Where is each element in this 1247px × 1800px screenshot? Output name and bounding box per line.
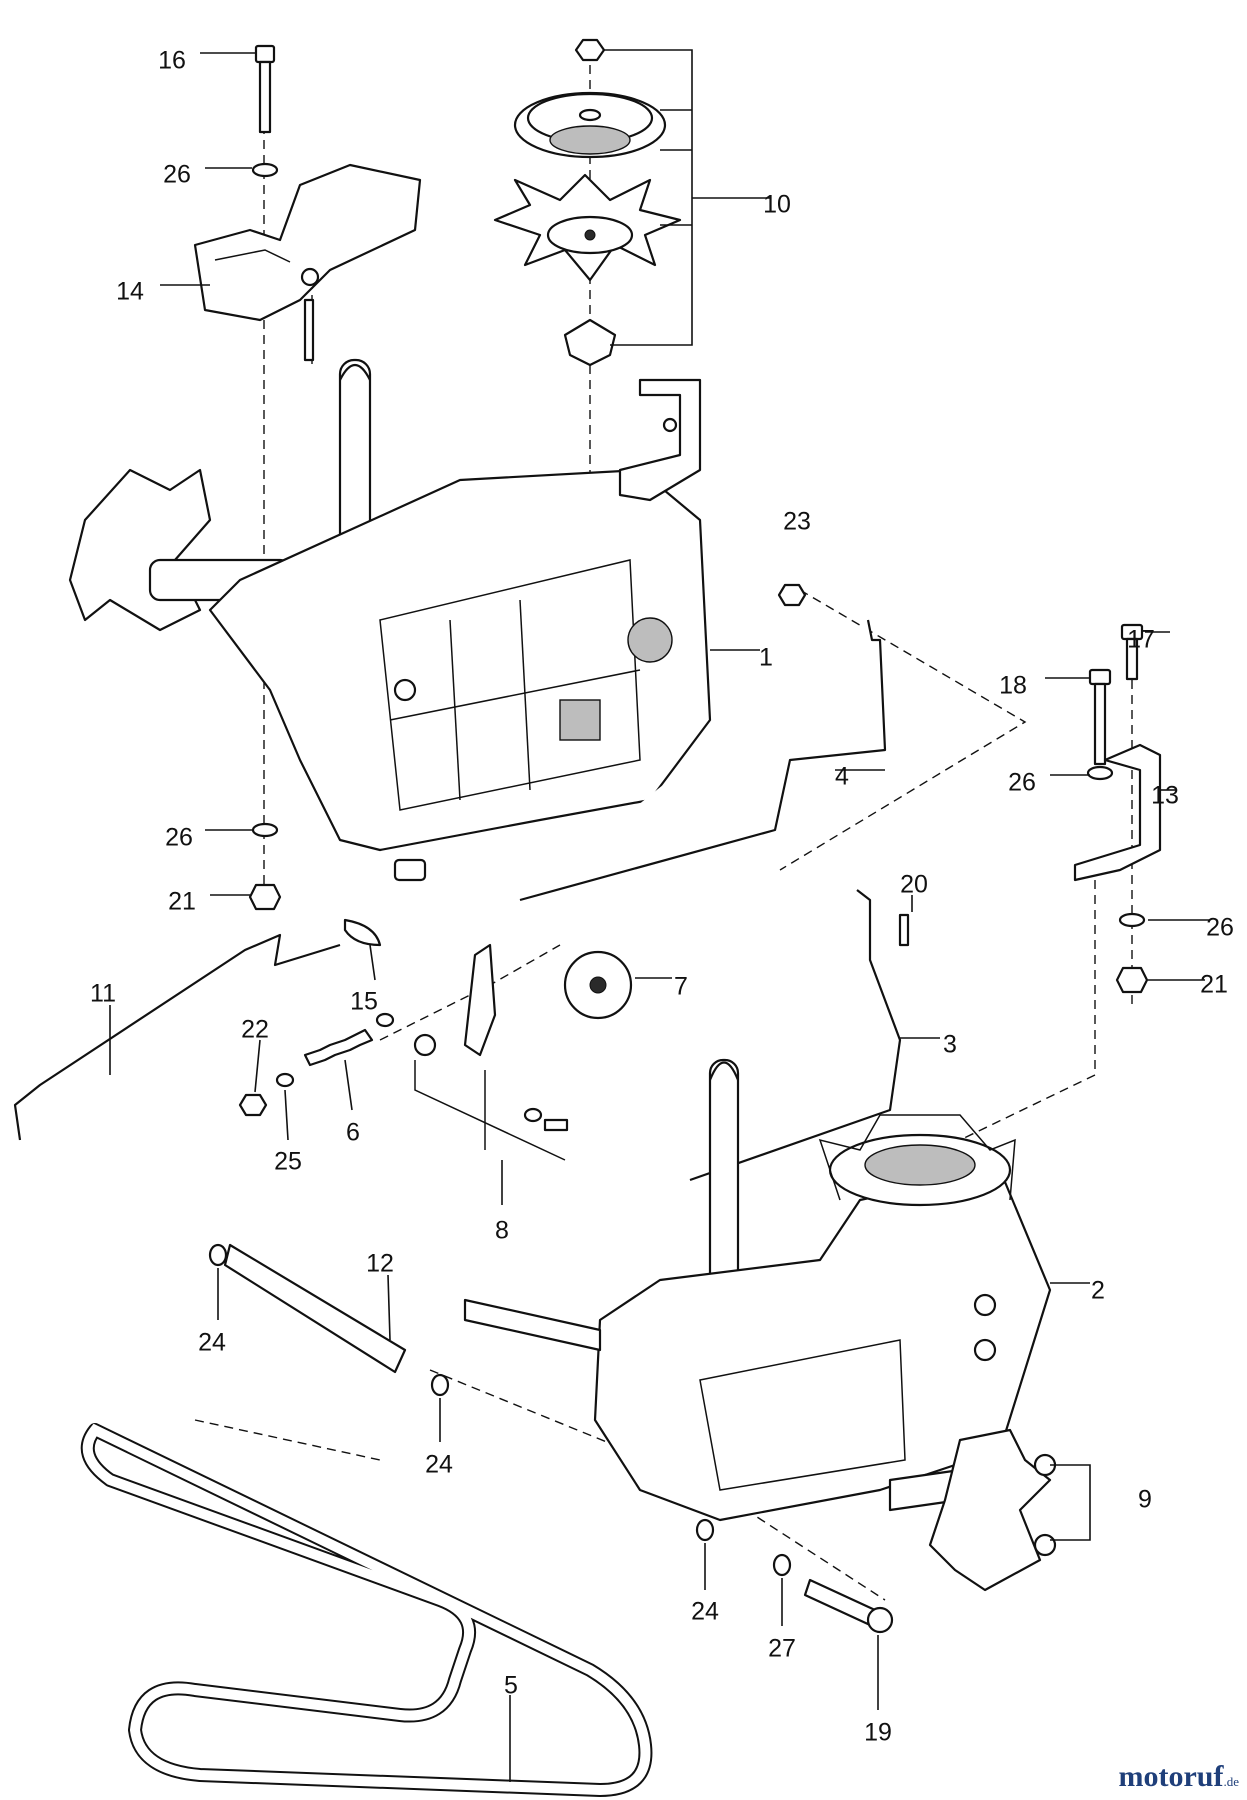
- spring-assembly: [238, 1012, 395, 1117]
- clip-15: [343, 918, 382, 947]
- callout-l24c: 24: [691, 1598, 719, 1626]
- callout-l10: 10: [763, 191, 791, 219]
- nut-23: [777, 583, 807, 607]
- callout-l11: 11: [90, 980, 116, 1008]
- control-rod-4: [519, 619, 887, 902]
- callout-l24b: 24: [425, 1451, 453, 1479]
- callout-l8: 8: [495, 1217, 509, 1245]
- callout-labels: 16 26 14 10 23 1 17 18 4 26 13 26 21 20 26 21 11 15 7 22 3 6 2…: [90, 47, 1234, 1747]
- belt-5-inner: [82, 1423, 651, 1796]
- callout-l13: 13: [1151, 782, 1179, 810]
- watermark-suffix: .de: [1223, 1774, 1239, 1789]
- control-rod-11: [13, 933, 341, 1141]
- belt-5: [80, 1423, 653, 1797]
- shaft-12: [208, 1243, 894, 1634]
- pulley-fan-assembly: [493, 38, 693, 367]
- callout-l23: 23: [783, 508, 811, 536]
- callout-l2: 2: [1091, 1277, 1105, 1305]
- nut-washer-left: [248, 822, 282, 911]
- callout-l7: 7: [674, 973, 688, 1001]
- callout-l26b: 26: [1008, 769, 1036, 797]
- callout-l5: 5: [504, 1672, 518, 1700]
- callout-l3: 3: [943, 1031, 957, 1059]
- watermark: motoruf.de: [1118, 1760, 1239, 1794]
- callout-l24a: 24: [198, 1329, 226, 1357]
- callout-l1: 1: [759, 644, 773, 672]
- leader-lines: [109, 52, 1210, 1782]
- bracket-assembly-right: [1073, 623, 1162, 994]
- callout-l26d: 26: [1206, 914, 1234, 942]
- callout-l16: 16: [158, 47, 186, 75]
- callout-l4: 4: [835, 763, 849, 791]
- callout-l21a: 21: [168, 888, 196, 916]
- lever-assembly: [413, 943, 633, 1205]
- callout-l19: 19: [864, 1719, 892, 1747]
- callout-l15: 15: [350, 988, 378, 1016]
- callout-l22: 22: [241, 1016, 269, 1044]
- bracket-assembly-left: [193, 44, 422, 362]
- callout-l17: 17: [1127, 626, 1155, 654]
- rod-and-bolt: [689, 889, 910, 1182]
- callout-l25: 25: [274, 1148, 302, 1176]
- callout-l12: 12: [366, 1250, 394, 1278]
- transmission-lower: [463, 1058, 1091, 1592]
- callout-l9: 9: [1138, 1486, 1152, 1514]
- callout-l14: 14: [116, 278, 144, 306]
- watermark-brand: motoruf: [1118, 1760, 1224, 1793]
- callout-l20: 20: [900, 871, 928, 899]
- callout-l26a: 26: [163, 161, 191, 189]
- callout-l26c: 26: [165, 824, 193, 852]
- callout-l18: 18: [999, 672, 1027, 700]
- transmission-upper: [68, 358, 712, 882]
- callout-l27: 27: [768, 1635, 796, 1663]
- callout-l21b: 21: [1200, 971, 1228, 999]
- callout-l6: 6: [346, 1119, 360, 1147]
